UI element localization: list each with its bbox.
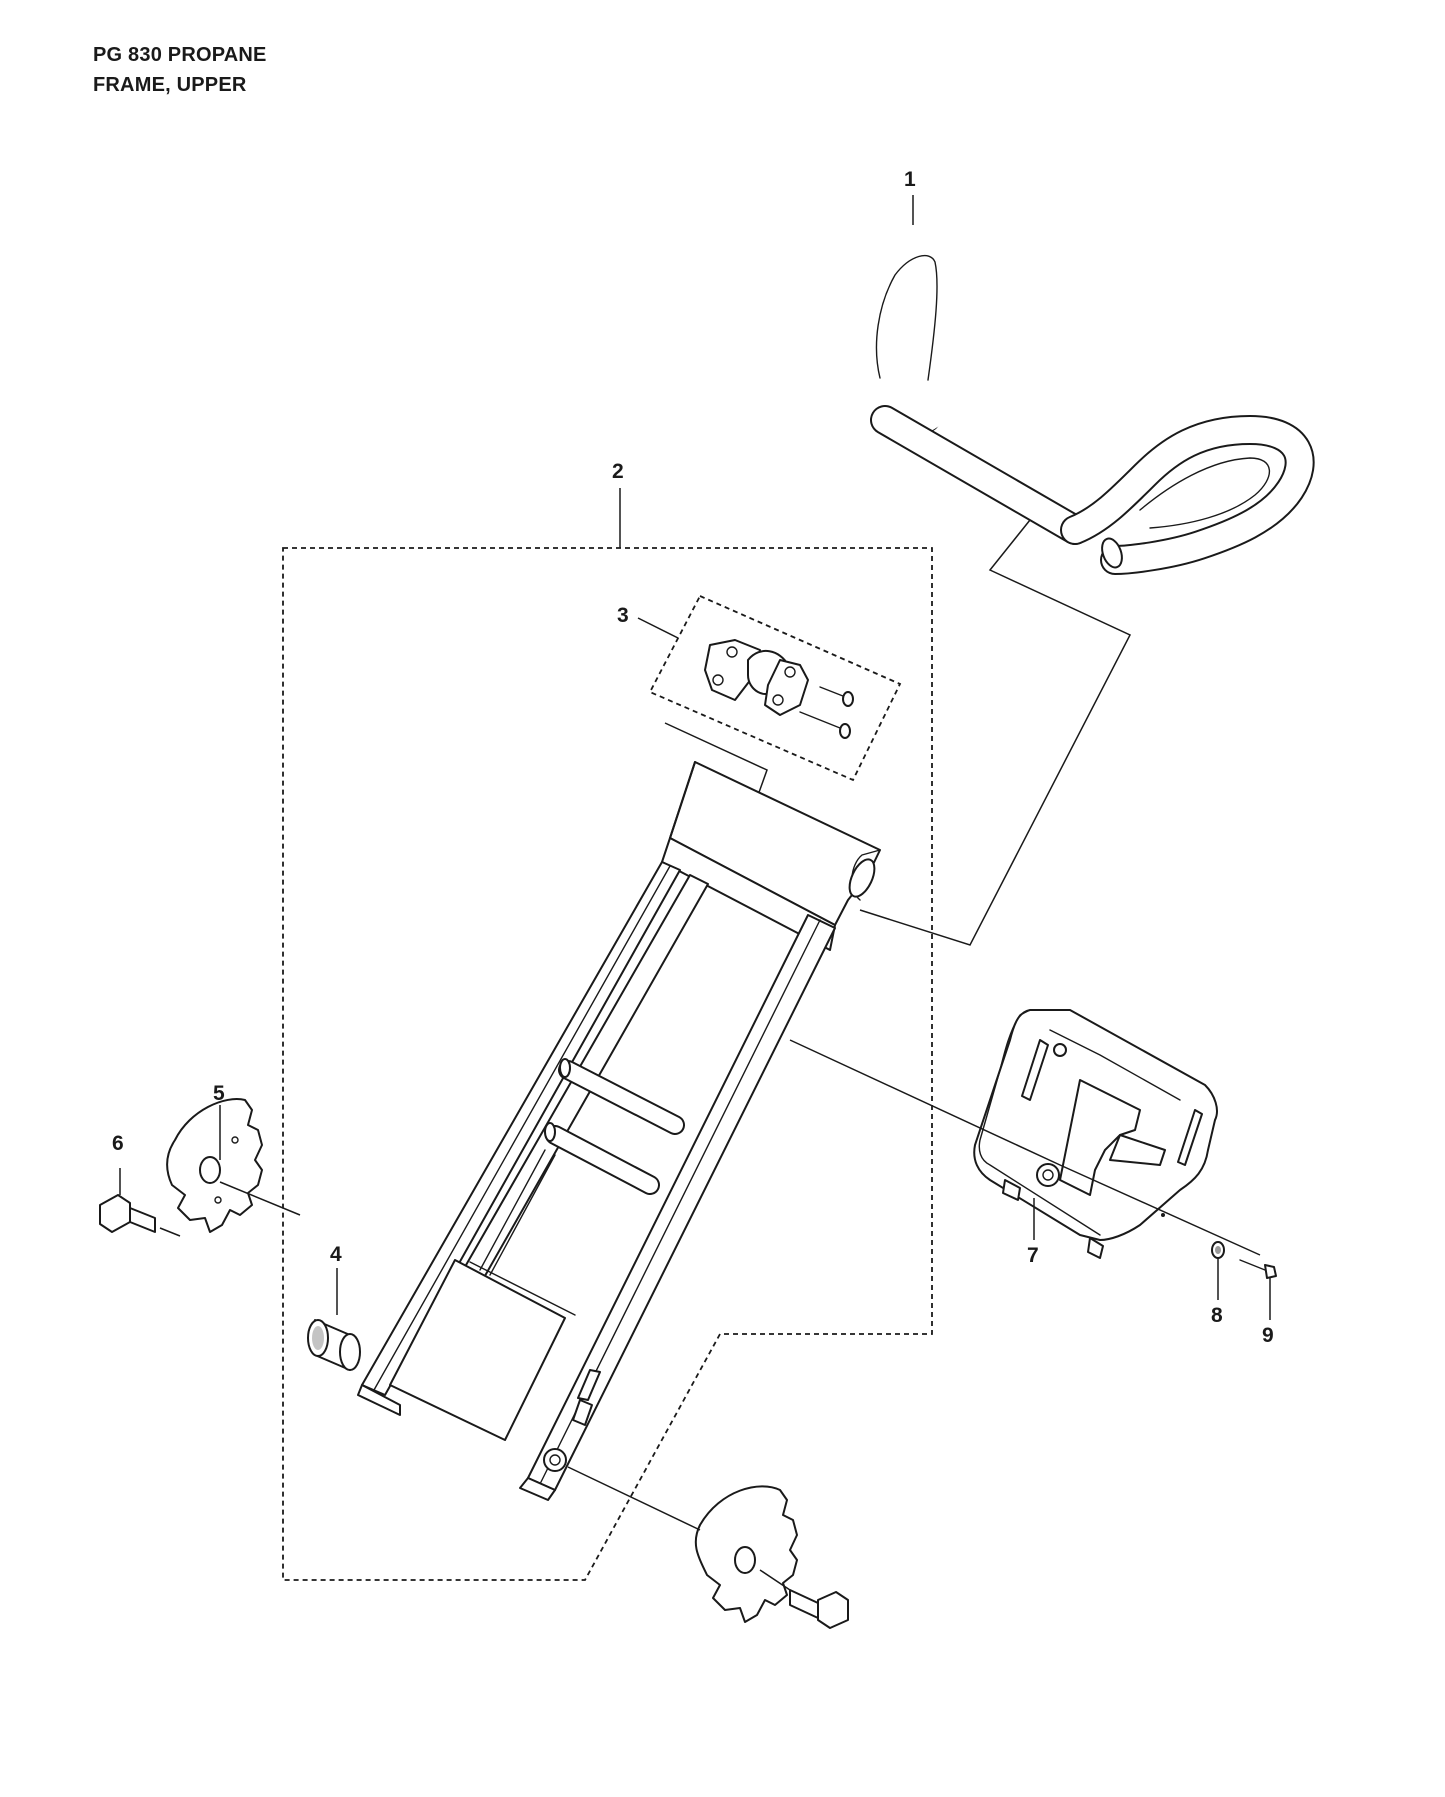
upper-frame-part xyxy=(357,761,881,1501)
model-title: PG 830 PROPANE xyxy=(93,44,267,66)
callout-6: 6 xyxy=(112,1132,124,1155)
clamp-set-part xyxy=(704,639,854,739)
bracket-box-part xyxy=(973,1009,1218,1259)
callout-5: 5 xyxy=(213,1082,225,1105)
bushing-part xyxy=(307,1319,361,1371)
bracket-leader-line xyxy=(789,1039,1261,1256)
handle-bar-part xyxy=(836,214,1315,575)
callout-1: 1 xyxy=(904,168,916,191)
screw-part xyxy=(1239,1259,1277,1279)
callout-9: 9 xyxy=(1262,1324,1274,1347)
bolt-leader-line xyxy=(119,1168,181,1237)
handle-leader-line xyxy=(859,519,1132,946)
lower-locking-plate-part xyxy=(694,1485,798,1623)
callout-2: 2 xyxy=(612,460,624,483)
bolt-part xyxy=(99,1194,156,1233)
callout-3: 3 xyxy=(617,604,629,627)
assembly-3-boundary xyxy=(648,594,902,782)
assembly-2-boundary xyxy=(282,547,933,1581)
locking-plate-part xyxy=(166,1098,263,1233)
assembly-title: FRAME, UPPER xyxy=(93,74,247,96)
lower-axis-line xyxy=(567,1466,791,1591)
washer-part xyxy=(1211,1241,1225,1259)
callout-7: 7 xyxy=(1027,1244,1039,1267)
callout-8: 8 xyxy=(1211,1304,1223,1327)
locking-plate-leader-line xyxy=(219,1105,301,1216)
callout-4: 4 xyxy=(330,1243,342,1266)
lower-bolt-part xyxy=(789,1589,849,1629)
